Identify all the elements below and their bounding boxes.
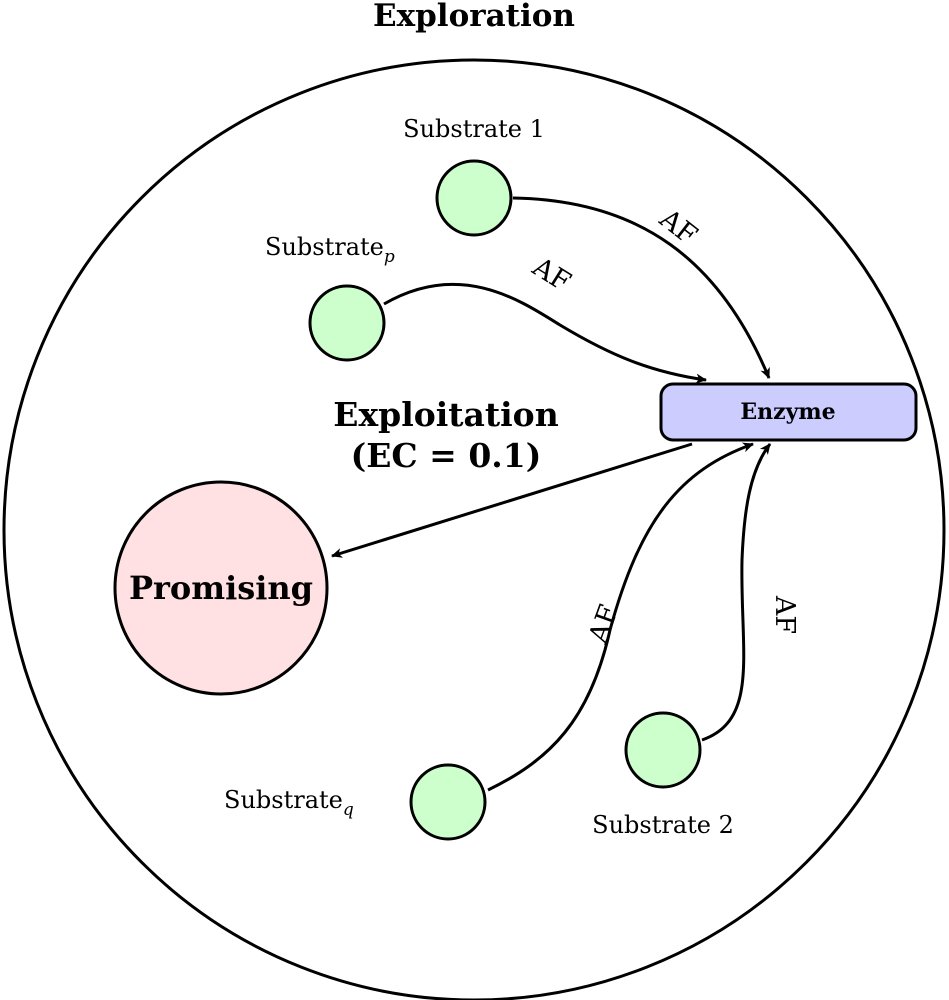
substrate-1-node: [435, 159, 513, 237]
exploration-boundary: [2, 58, 946, 1000]
substrate-1-label: Substrate 1: [403, 115, 545, 143]
substrate-2-node: [624, 711, 702, 789]
af-label-s2: AF: [769, 595, 800, 634]
af-label-sp: AF: [526, 251, 576, 298]
promising-node: [113, 480, 329, 696]
substrate-p-label-sub: p: [384, 247, 395, 267]
substrate-q-label: Substrateq: [224, 786, 354, 820]
exploitation-ec-label: (EC = 0.1): [351, 436, 542, 475]
substrate-2-label: Substrate 2: [592, 811, 734, 839]
edge-s1-enzyme: [512, 196, 771, 379]
substrate-p-label-main: Substrate: [265, 233, 384, 261]
substrate-q-node: [409, 763, 487, 841]
edge-sp-enzyme: [383, 282, 707, 384]
exploration-title: Exploration: [373, 0, 575, 34]
substrate-p-label: Substratep: [265, 233, 395, 267]
exploitation-label: Exploitation: [333, 395, 558, 434]
substrate-q-label-sub: q: [343, 800, 354, 820]
edge-sq-enzyme: [487, 442, 754, 792]
edge-s2-enzyme: [701, 443, 772, 742]
promising-label: Promising: [129, 569, 313, 607]
edge-enzyme-promising: [331, 442, 693, 558]
substrate-p-node: [308, 284, 386, 362]
af-label-sq: AF: [583, 601, 626, 648]
substrate-q-label-main: Substrate: [224, 786, 343, 814]
enzyme-node: [659, 382, 918, 442]
af-label-s1: AF: [653, 203, 703, 252]
enzyme-label: Enzyme: [740, 399, 835, 425]
